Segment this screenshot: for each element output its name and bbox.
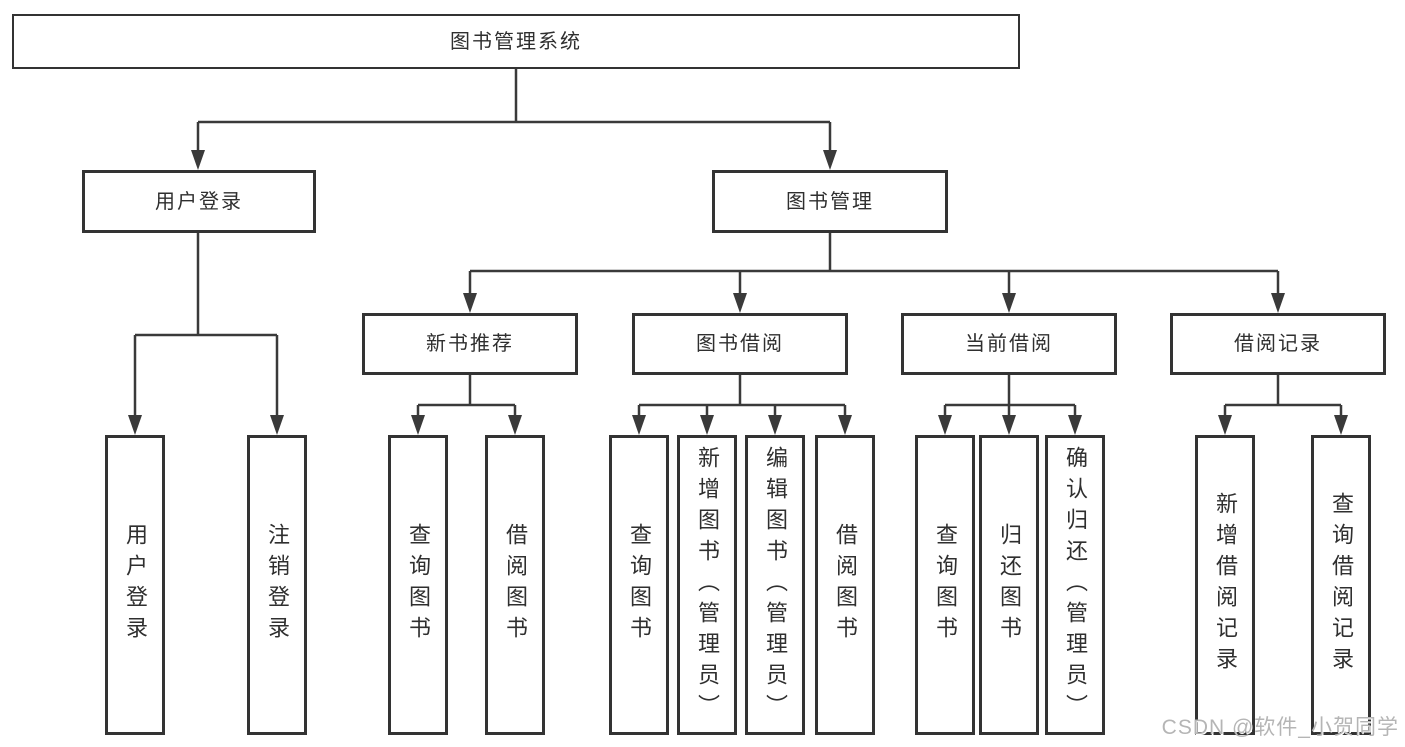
leaf-return-book: 归还图书 <box>979 435 1039 735</box>
node-system-root: 图书管理系统 <box>12 14 1020 69</box>
leaf-confirm-return-admin: 确认归还（管理员） <box>1045 435 1105 735</box>
leaf-user-login: 用户登录 <box>105 435 165 735</box>
csdn-watermark: CSDN @软件_小贺同学 <box>1161 716 1399 739</box>
leaf-edit-book-admin: 编辑图书（管理员） <box>745 435 805 735</box>
node-current-borrow: 当前借阅 <box>901 313 1117 375</box>
leaf-borrow-book-recommend: 借阅图书 <box>485 435 545 735</box>
leaf-query-borrow-record: 查询借阅记录 <box>1311 435 1371 735</box>
leaf-add-borrow-record: 新增借阅记录 <box>1195 435 1255 735</box>
node-new-book-recommend: 新书推荐 <box>362 313 578 375</box>
leaf-borrow-book: 借阅图书 <box>815 435 875 735</box>
node-book-borrow: 图书借阅 <box>632 313 848 375</box>
leaf-query-book-borrow: 查询图书 <box>609 435 669 735</box>
leaf-add-book-admin: 新增图书（管理员） <box>677 435 737 735</box>
node-user-login-branch: 用户登录 <box>82 170 316 233</box>
leaf-logout: 注销登录 <box>247 435 307 735</box>
node-book-management-branch: 图书管理 <box>712 170 948 233</box>
leaf-query-book-recommend: 查询图书 <box>388 435 448 735</box>
leaf-query-book-current: 查询图书 <box>915 435 975 735</box>
node-borrow-record: 借阅记录 <box>1170 313 1386 375</box>
